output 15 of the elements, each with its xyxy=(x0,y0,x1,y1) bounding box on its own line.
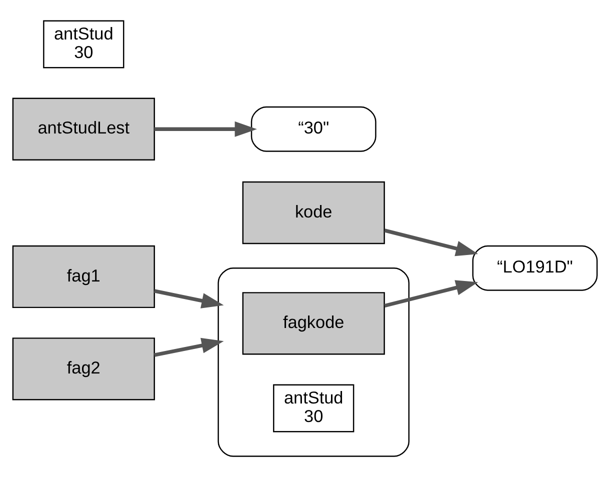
node-box: “LO191D" xyxy=(472,245,598,291)
cluster xyxy=(218,267,410,457)
arrow xyxy=(154,338,224,357)
node-box: fag1 xyxy=(12,245,155,308)
arrow xyxy=(154,121,257,137)
node-box: antStud 30 xyxy=(43,20,124,68)
arrow xyxy=(154,289,224,308)
node-box: fag2 xyxy=(12,338,155,400)
arrow xyxy=(384,280,478,308)
node-box: fagkode xyxy=(242,292,385,355)
node-box: “30" xyxy=(250,106,376,152)
node-box: kode xyxy=(242,181,385,244)
node-box: antStudLest xyxy=(12,98,155,160)
arrow xyxy=(384,228,478,256)
node-box: antStud 30 xyxy=(273,384,354,432)
